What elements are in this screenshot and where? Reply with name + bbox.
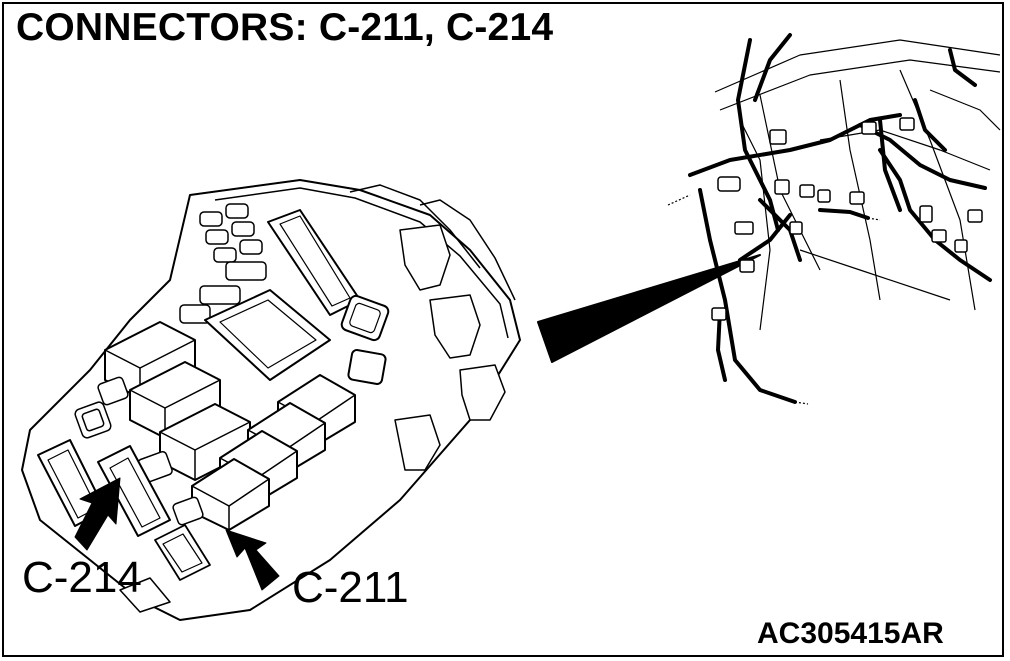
diagram-title: CONNECTORS: C-211, C-214 — [16, 6, 554, 49]
figure-code: AC305415AR — [757, 617, 944, 650]
callout-label-c214: C-214 — [22, 553, 142, 602]
callout-label-c211: C-211 — [292, 563, 409, 612]
pointer-wedge — [537, 254, 761, 363]
arrow-c211 — [225, 529, 280, 591]
arrow-c214 — [74, 477, 121, 551]
dashboard-harness — [667, 33, 1001, 405]
junction-block — [21, 179, 521, 621]
